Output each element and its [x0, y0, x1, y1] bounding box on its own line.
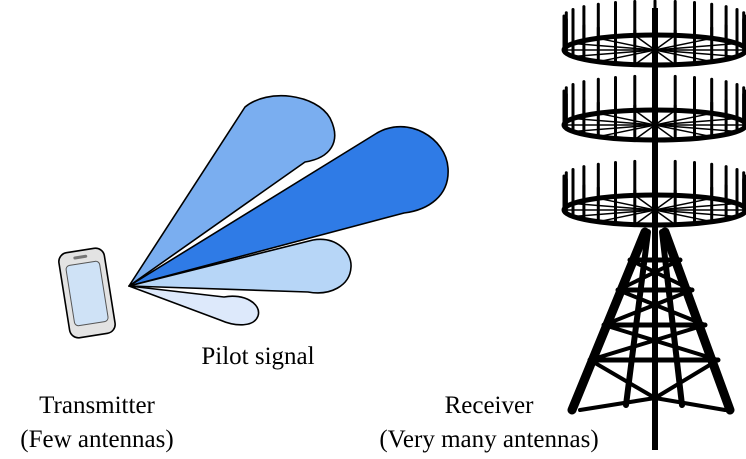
transmitter-note: (Few antennas)	[20, 426, 173, 453]
tower-lattice	[567, 227, 735, 415]
pilot-signal-label: Pilot signal	[201, 343, 314, 370]
beam-low	[128, 285, 260, 326]
pilot-beams	[128, 95, 449, 326]
antenna-tower-icon	[561, 0, 746, 450]
receiver-note: (Very many antennas)	[379, 426, 598, 453]
receiver-title: Receiver	[445, 392, 535, 419]
transmitter-title: Transmitter	[39, 392, 155, 419]
beam-mid	[128, 238, 352, 294]
beam-main	[128, 125, 449, 287]
antenna-rings	[561, 0, 746, 228]
antenna-ring	[561, 159, 746, 228]
antenna-ring	[561, 74, 746, 143]
phone-icon	[58, 247, 116, 339]
antenna-ring	[561, 0, 746, 68]
beam-upper	[128, 95, 336, 287]
